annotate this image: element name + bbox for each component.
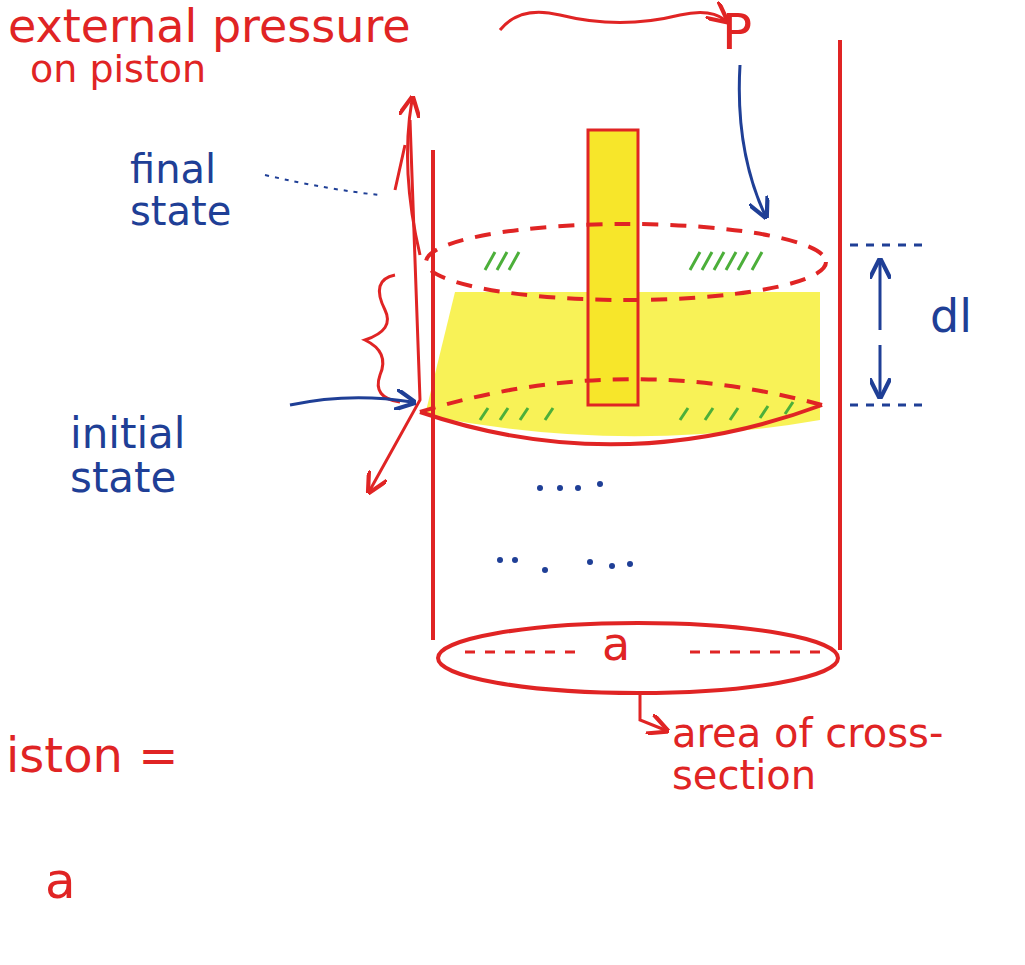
state-label: final state [130,148,260,232]
cylinder-wall [431,150,435,640]
piston-rod [588,130,638,405]
dimension-arrow [879,345,882,395]
dimension-arrow [879,262,882,330]
state-label: initial state [70,412,270,500]
dimension-label: dl [930,292,972,340]
annotation: area of cross-section [672,712,972,796]
pressure-symbol: P [722,6,752,59]
leader [370,120,420,490]
initial-piston [420,405,822,444]
leader [290,398,412,405]
equation: iston = [6,730,178,780]
pressure-arrow [739,65,765,215]
gas-molecules [497,481,633,573]
cylinder-base [438,623,838,693]
variable: a [45,855,76,908]
final-piston [426,224,826,300]
brace [365,275,400,402]
pointer [500,12,725,30]
base-diameter [465,651,825,654]
cylinder-wall [838,40,842,650]
initial-piston [420,379,822,412]
area-symbol: a [602,620,630,668]
annotation: external pressure [8,2,411,50]
leader [640,695,665,730]
leader [265,175,380,195]
hatch [480,252,793,420]
dimension-line [850,245,925,405]
annotation: on piston [30,50,206,90]
